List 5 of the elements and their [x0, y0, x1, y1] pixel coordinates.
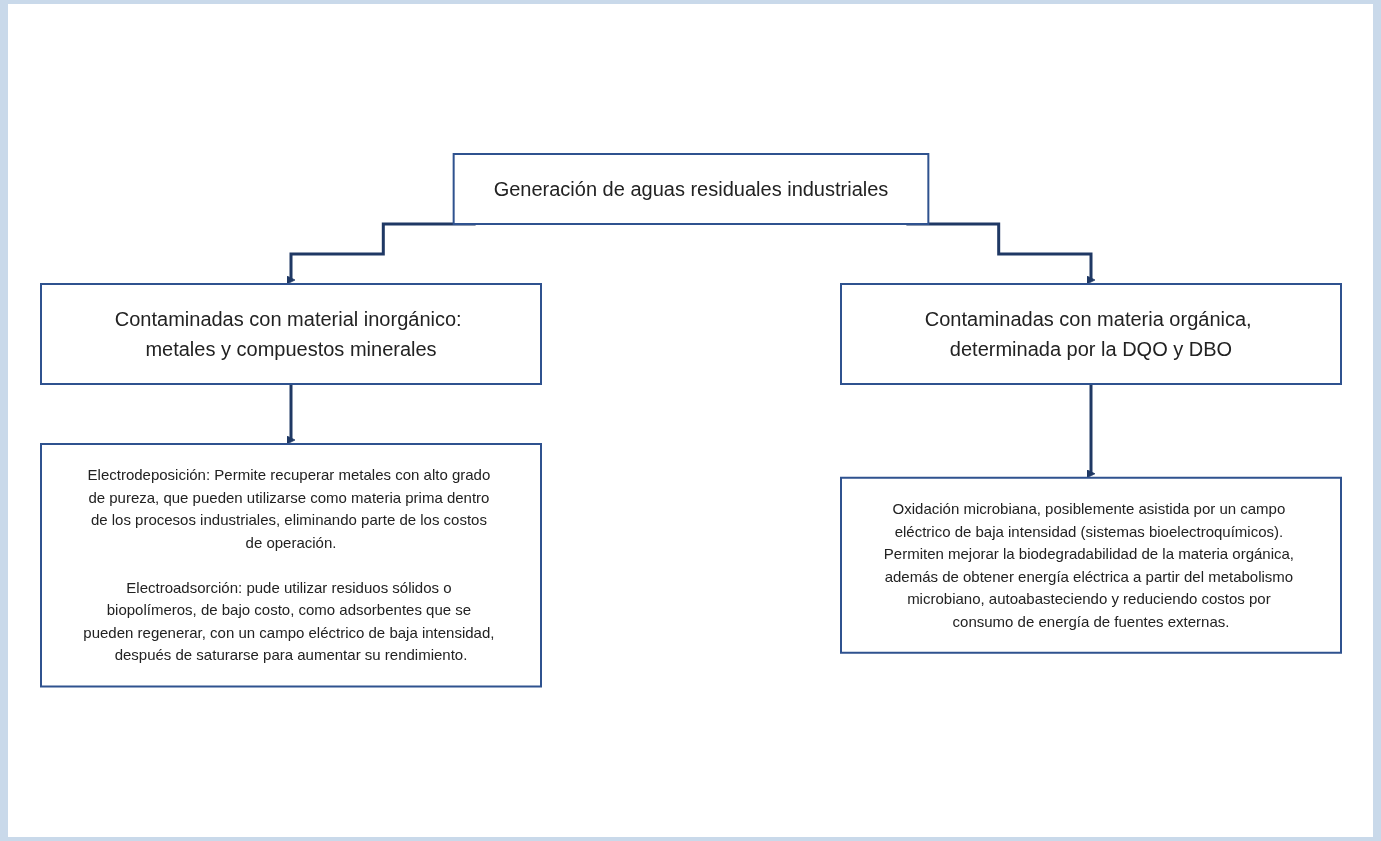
- node-box: Oxidación microbiana, posiblemente asistida por un campo eléctrico de baja intensidad (sistemas bioelectroquímicos). Permiten mejorar la biodegradabilidad de la materia orgánica, además de obtener energía eléctrica a partir del metabolismo microbiano, autoabasteciendo y reduciendo costos por consumo de energía de fuentes externas.: [839, 477, 1342, 654]
- node-box: Contaminadas con material inorgánico: metales y compuestos minerales: [39, 283, 542, 386]
- node-box: Contaminadas con materia orgánica, determinada por la DQO y DBO: [839, 283, 1342, 386]
- node-box: Generación de aguas residuales industriales: [452, 153, 929, 226]
- node-box: Electrodeposición: Permite recuperar metales con alto grado de pureza, que pueden utilizarse como materia prima dentro de los procesos industriales, eliminando parte de los costos de operación. Electroadsorción: pude utilizar residuos sólidos o biopolímeros, de bajo costo, como adsorbentes que se pueden regenerar, con un campo eléctrico de baja intensidad, después de saturarse para aumentar su rendimiento.: [39, 443, 542, 688]
